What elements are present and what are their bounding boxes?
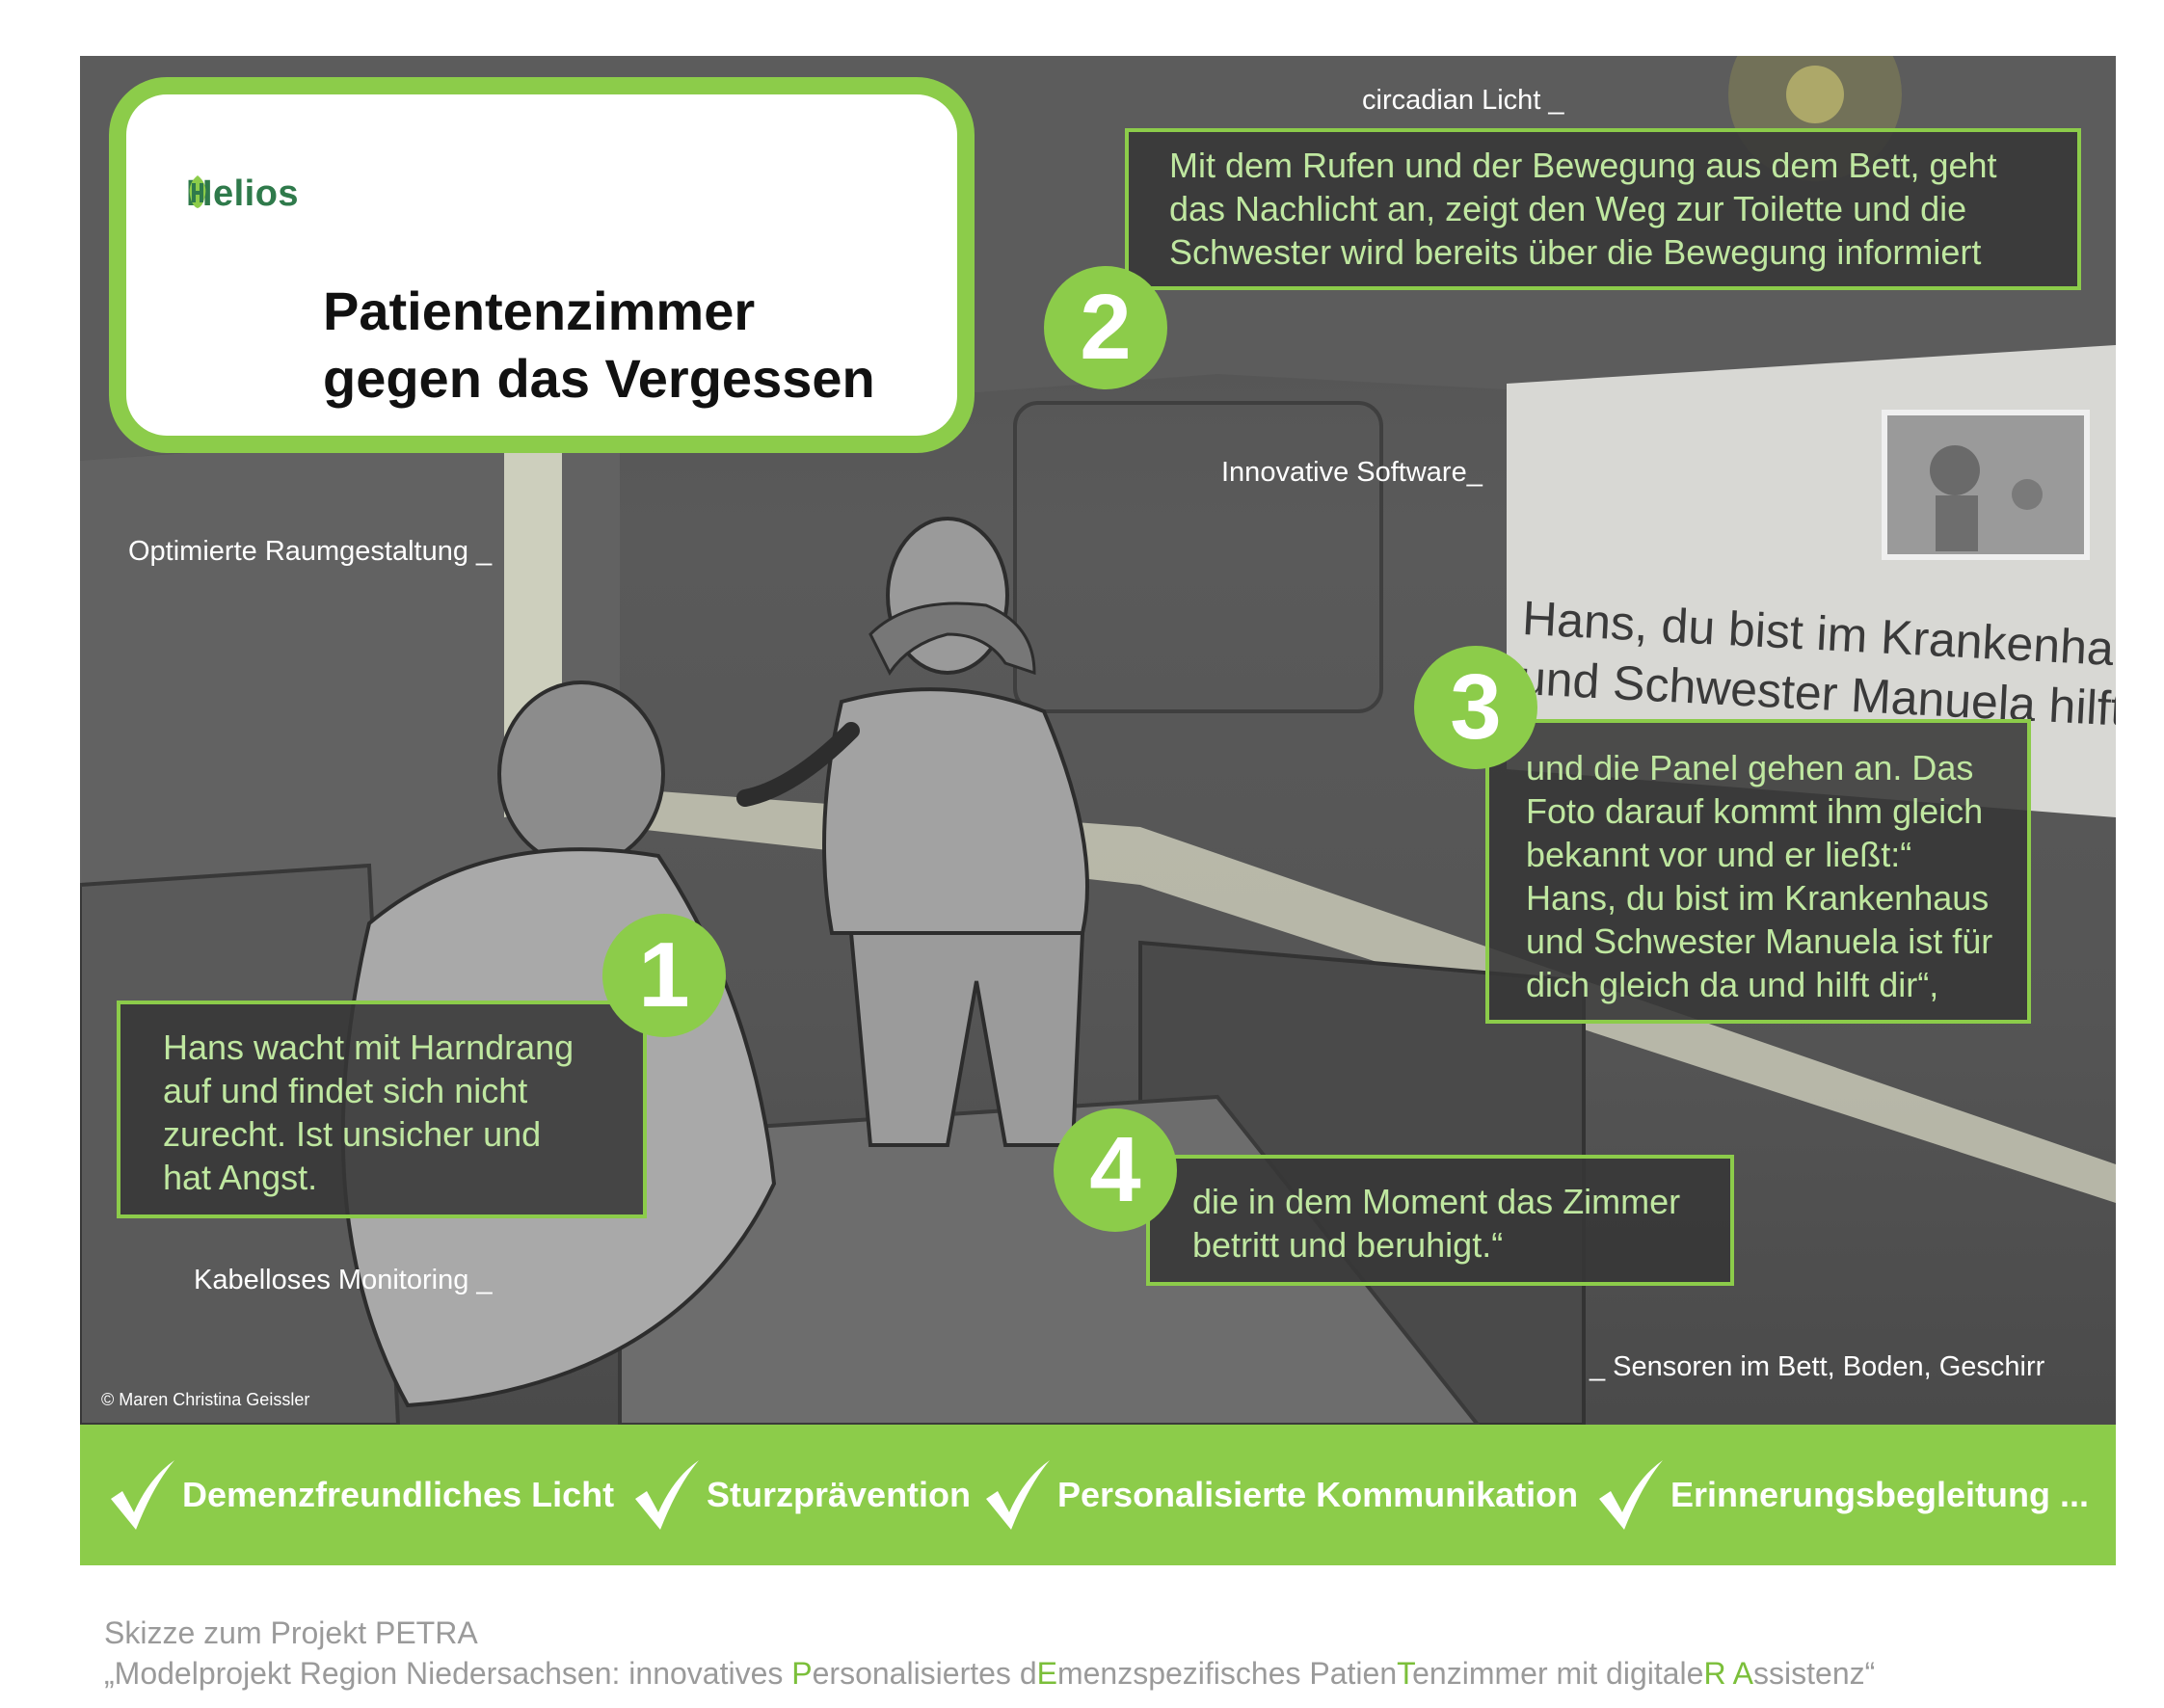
copyright-notice: © Maren Christina Geissler xyxy=(101,1390,310,1409)
callout-3-line: dich gleich da und hilft dir“, xyxy=(1526,965,1939,1004)
footer-project-title: Skizze zum Projekt PETRA xyxy=(104,1615,478,1650)
footer-acronym-letter: A xyxy=(1732,1656,1754,1691)
title-card: Helios Patientenzimmer gegen das Vergess… xyxy=(109,77,975,453)
page-title: Patientenzimmer gegen das Vergessen xyxy=(323,278,875,413)
callout-3-line: Hans, du bist im Krankenhaus xyxy=(1526,878,1990,918)
label-innovative-software: Innovative Software_ xyxy=(1221,457,1483,488)
step-badge-4: 4 xyxy=(1054,1108,1177,1232)
callout-4-line: die in dem Moment das Zimmer xyxy=(1192,1182,1681,1221)
footer-part: menzspezifisches Patien xyxy=(1056,1656,1398,1691)
title-line-1: Patientenzimmer xyxy=(323,280,756,341)
callout-3: und die Panel gehen an. Das Foto darauf … xyxy=(1485,719,2031,1024)
check-icon xyxy=(1599,1460,1663,1530)
benefit-item: Personalisierte Kommunikation xyxy=(982,1425,1578,1565)
step-badge-3: 3 xyxy=(1414,646,1537,769)
benefits-bar: Demenzfreundliches Licht Sturzprävention… xyxy=(80,1425,2116,1565)
callout-1-line: auf und findet sich nicht xyxy=(163,1071,528,1110)
callout-1: Hans wacht mit Harndrang auf und findet … xyxy=(117,1001,647,1218)
callout-1-line: Hans wacht mit Harndrang xyxy=(163,1027,574,1067)
benefit-label: Erinnerungsbegleitung ... xyxy=(1670,1475,2090,1514)
footer-project-description: „Modelprojekt Region Niedersachsen: inno… xyxy=(104,1656,1875,1692)
callout-3-line: Foto darauf kommt ihm gleich xyxy=(1526,791,1984,831)
label-room-design: Optimierte Raumgestaltung _ xyxy=(128,536,493,567)
benefit-label: Sturzprävention xyxy=(707,1475,972,1514)
check-icon xyxy=(986,1460,1050,1530)
callout-4-line: betritt und beruhigt.“ xyxy=(1192,1225,1504,1265)
callout-3-line: und die Panel gehen an. Das xyxy=(1526,748,1974,787)
check-icon xyxy=(111,1460,174,1530)
check-icon xyxy=(635,1460,699,1530)
step-badge-1: 1 xyxy=(602,914,726,1037)
benefit-item: Demenzfreundliches Licht xyxy=(107,1425,614,1565)
benefit-label: Personalisierte Kommunikation xyxy=(1057,1475,1579,1514)
label-circadian-light: circadian Licht _ xyxy=(1362,85,1564,116)
room-sketch: Helios Patientenzimmer gegen das Vergess… xyxy=(80,56,2116,1425)
footer-part: ersonalisiertes d xyxy=(812,1656,1037,1691)
helios-logo: Helios xyxy=(186,173,299,215)
callout-1-line: hat Angst. xyxy=(163,1158,318,1197)
helios-logo-icon xyxy=(189,175,206,208)
callout-2: Mit dem Rufen und der Bewegung aus dem B… xyxy=(1125,128,2081,290)
footer-acronym-letter: R xyxy=(1703,1656,1726,1691)
footer-part: „Modelprojekt Region Niedersachsen: inno… xyxy=(104,1656,792,1691)
callout-2-line: Schwester wird bereits über die Bewegung… xyxy=(1169,232,1982,272)
step-badge-2: 2 xyxy=(1044,266,1167,389)
callout-3-line: bekannt vor und er ließt:“ xyxy=(1526,835,1912,874)
benefit-item: Sturzprävention xyxy=(631,1425,971,1565)
footer-acronym-letter: E xyxy=(1036,1656,1057,1691)
callout-2-line: Mit dem Rufen und der Bewegung aus dem B… xyxy=(1169,146,1997,185)
callout-3-line: und Schwester Manuela ist für xyxy=(1526,921,1993,961)
footer-part: enzimmer mit digitale xyxy=(1412,1656,1704,1691)
callout-1-line: zurecht. Ist unsicher und xyxy=(163,1114,542,1154)
footer-acronym-letter: T xyxy=(1397,1656,1413,1691)
label-sensors: _ Sensoren im Bett, Boden, Geschirr xyxy=(1590,1351,2045,1382)
callout-4: die in dem Moment das Zimmer betritt und… xyxy=(1146,1155,1734,1286)
footer-acronym-letter: P xyxy=(791,1656,813,1691)
footer-part: ssistenz“ xyxy=(1753,1656,1876,1691)
benefit-item: Erinnerungsbegleitung ... xyxy=(1595,1425,2089,1565)
footer-part xyxy=(1726,1656,1733,1691)
benefit-label: Demenzfreundliches Licht xyxy=(182,1475,615,1514)
title-line-2: gegen das Vergessen xyxy=(323,348,875,409)
label-wireless-monitoring: Kabelloses Monitoring _ xyxy=(194,1265,493,1295)
callout-2-line: das Nachlicht an, zeigt den Weg zur Toil… xyxy=(1169,189,1967,228)
